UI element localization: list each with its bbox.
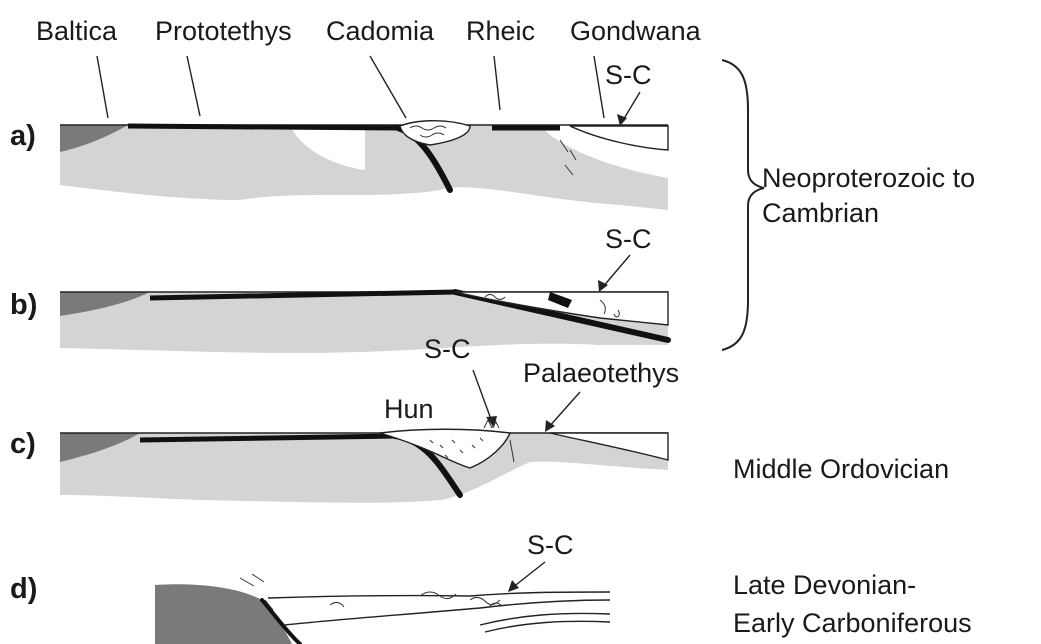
panel-a-label: a) (10, 120, 36, 152)
age-late-devonian-line2: Early Carboniferous (733, 608, 972, 638)
label-sc-b: S-C (605, 224, 652, 254)
label-prototethys: Prototethys (155, 16, 292, 46)
section-d (155, 574, 610, 644)
sc-arrow-c (473, 370, 492, 422)
label-leaders (97, 56, 604, 118)
label-sc-a: S-C (605, 60, 652, 90)
label-gondwana: Gondwana (570, 16, 702, 46)
palaeotethys-arrow (548, 392, 580, 428)
section-a (60, 121, 668, 210)
label-baltica: Baltica (36, 16, 118, 46)
age-neo-line1: Neoproterozoic to (762, 163, 975, 193)
label-sc-d: S-C (527, 530, 574, 560)
panel-d-label: d) (10, 573, 37, 605)
label-palaeotethys: Palaeotethys (523, 358, 679, 388)
age-brace (722, 60, 764, 350)
label-cadomia: Cadomia (326, 16, 435, 46)
label-hun: Hun (384, 394, 434, 424)
label-sc-c: S-C (424, 334, 471, 364)
age-late-devonian-line1: Late Devonian- (733, 570, 916, 600)
section-c (60, 420, 668, 503)
panel-b-label: b) (10, 289, 37, 321)
panel-c-label: c) (10, 428, 36, 460)
age-middle-ordovician: Middle Ordovician (733, 454, 949, 484)
label-rheic: Rheic (466, 16, 535, 46)
section-b (60, 292, 668, 353)
age-neo-line2: Cambrian (762, 198, 879, 228)
sc-arrow-d (512, 562, 545, 588)
sc-arrow-b (602, 255, 630, 288)
sc-arrowhead-d (508, 580, 519, 592)
